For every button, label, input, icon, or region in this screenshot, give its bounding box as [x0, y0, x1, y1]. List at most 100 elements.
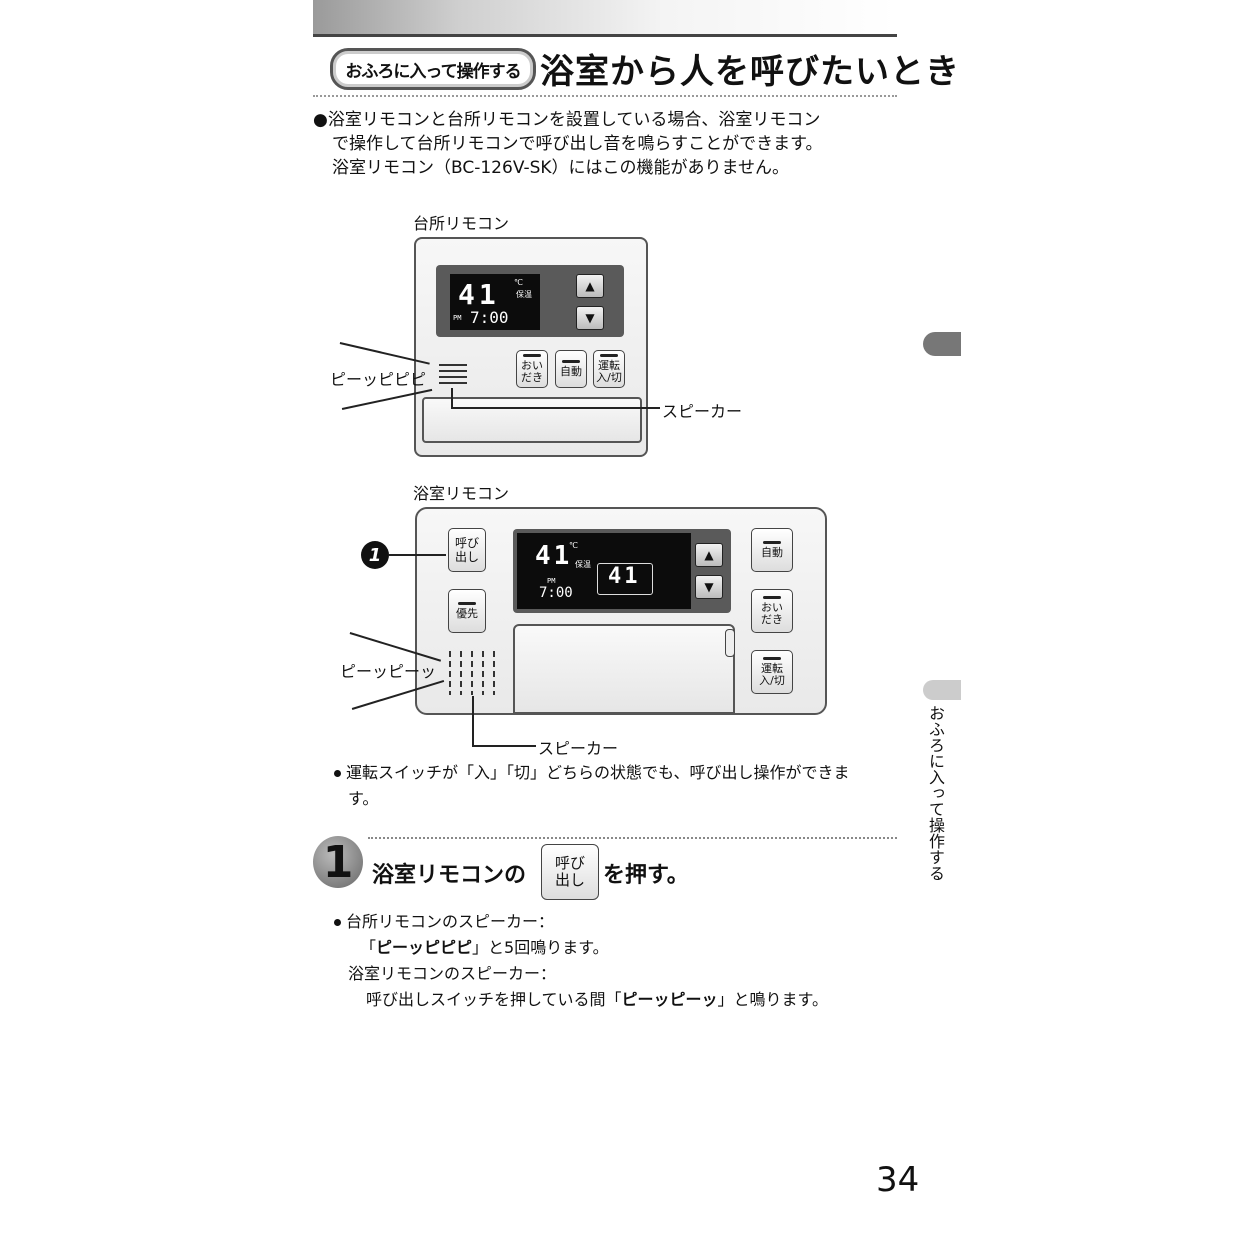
kitchen-temp-unit: ℃	[514, 278, 523, 287]
kitchen-display: 41 ℃ 保温 PM 7:00 ▲ ▼	[436, 265, 624, 337]
kitchen-speaker-label: スピーカー	[662, 402, 743, 421]
note: 運転スイッチが「入」「切」どちらの状態でも、呼び出し操作ができま す。	[334, 760, 850, 812]
detail-line-3: 浴室リモコンのスピーカー：	[348, 964, 557, 983]
kitchen-oidaki-button[interactable]: おい だき	[516, 350, 548, 388]
bath-remote-panel: 呼び 出し 優先 41 ℃ 保温 PM 7:00 41 ▲ ▼ 自動 おい だき	[415, 507, 827, 715]
bath-speaker-leader-v	[472, 696, 474, 746]
bath-display: 41 ℃ 保温 PM 7:00 41 ▲ ▼	[513, 529, 731, 613]
bath-lcd: 41 ℃ 保温 PM 7:00 41	[517, 533, 691, 609]
bath-lid-latch	[725, 629, 735, 657]
kitchen-temp-readout: 41	[458, 278, 500, 311]
detail-line-2-bold: ピーッピピピ	[376, 938, 473, 957]
bath-temp-unit: ℃	[569, 541, 578, 550]
kitchen-power-button[interactable]: 運転 入/切	[593, 350, 625, 388]
intro-line-1: ●浴室リモコンと台所リモコンを設置している場合、浴室リモコン	[313, 110, 821, 130]
bath-speaker-grille	[449, 651, 495, 695]
bath-temp-readout: 41	[535, 541, 573, 571]
bath-time: 7:00	[539, 585, 573, 601]
note-line-1: 運転スイッチが「入」「切」どちらの状態でも、呼び出し操作ができま	[346, 763, 850, 782]
bath-call-label: 呼び 出し	[454, 536, 479, 564]
bath-call-button[interactable]: 呼び 出し	[448, 528, 486, 572]
step-call-button-label: 呼び 出し	[554, 854, 585, 889]
detail-line-4: 呼び出しスイッチを押している間「ピーッピーッ」と鳴ります。	[334, 987, 828, 1013]
step-text-after: を押す。	[603, 863, 689, 888]
kitchen-speaker-grille	[439, 364, 467, 384]
indicator-bar	[562, 360, 580, 363]
indicator-bar	[763, 541, 781, 544]
detail-line-2: 「ピーッピピピ」と5回鳴ります。	[334, 935, 828, 961]
bath-level-box: 41	[597, 563, 653, 595]
indicator-bar	[458, 602, 476, 605]
bath-down-button[interactable]: ▼	[695, 575, 723, 599]
kitchen-power-label: 運転 入/切	[596, 359, 622, 384]
kitchen-remote-caption: 台所リモコン	[413, 214, 510, 233]
kitchen-up-button[interactable]: ▲	[576, 274, 604, 298]
section-label-badge: おふろに入って操作する	[330, 48, 536, 90]
triangle-down-icon: ▼	[585, 311, 595, 325]
triangle-down-icon: ▼	[704, 580, 714, 594]
triangle-up-icon: ▲	[585, 279, 595, 293]
chapter-tab-dark	[923, 332, 961, 356]
detail-line-4-bold: ピーッピーッ	[621, 990, 718, 1009]
kitchen-auto-button[interactable]: 自動	[555, 350, 587, 388]
intro-line-3: 浴室リモコン（BC-126V-SK）にはこの機能がありません。	[332, 158, 790, 178]
detail-line-1: 台所リモコンのスピーカー：	[346, 912, 555, 931]
bullet-icon	[334, 919, 341, 926]
triangle-up-icon: ▲	[704, 548, 714, 562]
bath-power-label: 運転 入/切	[759, 662, 785, 687]
chapter-tab-light	[923, 680, 961, 700]
bath-level-readout: 41	[608, 564, 641, 589]
bath-oidaki-label: おい だき	[761, 601, 783, 626]
detail-line-2-post: 」と5回鳴ります。	[472, 938, 609, 957]
step-text-before: 浴室リモコンの	[372, 863, 527, 888]
page-number: 34	[876, 1160, 920, 1200]
step-divider	[368, 837, 897, 839]
bath-hold-indicator: 保温	[575, 560, 591, 569]
kitchen-oidaki-label: おい だき	[521, 359, 543, 384]
bath-ampm: PM	[547, 577, 556, 585]
kitchen-hold-indicator: 保温	[516, 290, 532, 299]
speaker-leader-h	[451, 407, 660, 409]
kitchen-down-button[interactable]: ▼	[576, 306, 604, 330]
indicator-bar	[600, 354, 618, 357]
bath-sound-label: ピーッピーッ	[340, 662, 437, 681]
kitchen-ampm: PM	[453, 314, 462, 322]
callout-number-badge: 1	[361, 541, 389, 569]
bath-priority-label: 優先	[456, 607, 478, 620]
step-call-button-icon: 呼び 出し	[541, 844, 599, 900]
detail-line-4-pre: 呼び出しスイッチを押している間「	[366, 990, 622, 1009]
bath-power-button[interactable]: 運転 入/切	[751, 650, 793, 694]
indicator-bar	[763, 657, 781, 660]
detail-line-2-pre: 「	[360, 938, 377, 957]
note-line-2: す。	[348, 789, 379, 808]
kitchen-sound-label: ピーッピピピ	[330, 370, 427, 389]
sidebar-chapter-label: おふろに入って操作する	[926, 705, 945, 881]
kitchen-time: 7:00	[470, 308, 509, 327]
indicator-bar	[763, 596, 781, 599]
step-number-badge: 1	[313, 836, 363, 888]
kitchen-lcd: 41 ℃ 保温 PM 7:00	[450, 274, 540, 330]
bath-auto-label: 自動	[761, 546, 783, 559]
page-title: 浴室から人を呼びたいとき	[540, 52, 960, 92]
bath-speaker-label: スピーカー	[538, 739, 619, 758]
bath-priority-button[interactable]: 優先	[448, 589, 486, 633]
kitchen-remote-panel: 41 ℃ 保温 PM 7:00 ▲ ▼ おい だき 自動 運転 入/切	[414, 237, 648, 457]
header-rule	[313, 34, 897, 37]
step-details: 台所リモコンのスピーカー： 「ピーッピピピ」と5回鳴ります。 浴室リモコンのスピ…	[334, 909, 828, 1013]
header-gradient-bar	[313, 0, 897, 34]
bath-remote-caption: 浴室リモコン	[413, 484, 510, 503]
speaker-leader-v	[451, 388, 453, 408]
bath-speaker-leader-h	[472, 745, 536, 747]
bath-up-button[interactable]: ▲	[695, 543, 723, 567]
bath-lid	[513, 624, 735, 714]
detail-line-4-post: 」と鳴ります。	[717, 990, 828, 1009]
header-dotted-divider	[313, 95, 897, 97]
callout-leader	[389, 554, 446, 556]
bath-auto-button[interactable]: 自動	[751, 528, 793, 572]
bullet-icon	[334, 770, 341, 777]
indicator-bar	[523, 354, 541, 357]
kitchen-auto-label: 自動	[560, 365, 582, 378]
kitchen-lid	[422, 397, 642, 443]
bath-oidaki-button[interactable]: おい だき	[751, 589, 793, 633]
intro-line-2: で操作して台所リモコンで呼び出し音を鳴らすことができます。	[332, 134, 823, 154]
